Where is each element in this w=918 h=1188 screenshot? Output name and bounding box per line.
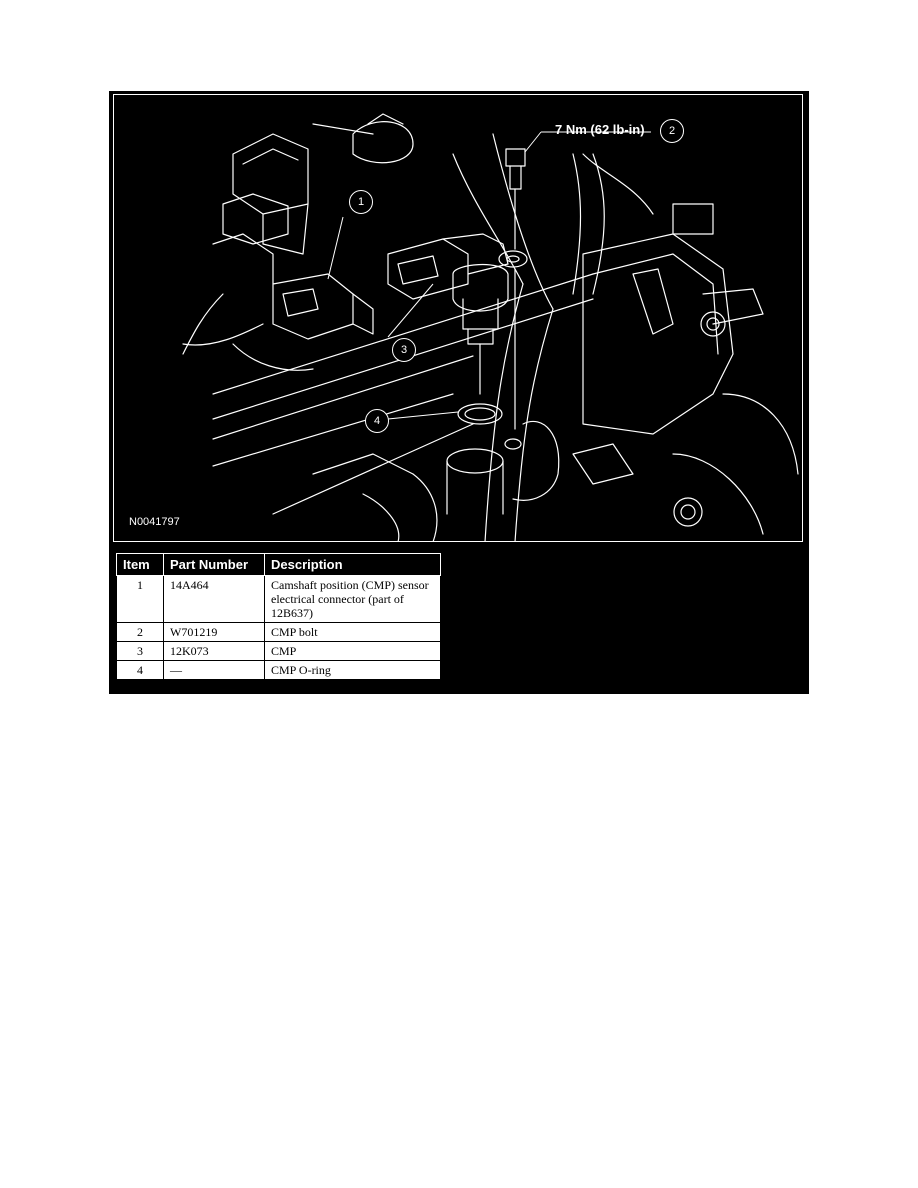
- cell-description: CMP: [264, 641, 441, 661]
- figure-panel: 1 2 3 4 7 Nm (62 lb-in) N0041797 Item Pa…: [109, 91, 809, 694]
- table-row: 3 12K073 CMP: [116, 641, 441, 661]
- table-row: 4 — CMP O-ring: [116, 660, 441, 680]
- callout-3: 3: [392, 338, 416, 362]
- table-row: 1 14A464 Camshaft position (CMP) sensor …: [116, 575, 441, 623]
- parts-table: Item Part Number Description 1 14A464 Ca…: [116, 553, 441, 680]
- cell-item: 3: [116, 641, 164, 661]
- header-item: Item: [116, 553, 164, 576]
- callout-4: 4: [365, 409, 389, 433]
- cell-description: Camshaft position (CMP) sensor electrica…: [264, 575, 441, 623]
- callout-2: 2: [660, 119, 684, 143]
- torque-spec-label: 7 Nm (62 lb-in): [555, 122, 645, 137]
- table-header-row: Item Part Number Description: [116, 553, 441, 576]
- cell-description: CMP O-ring: [264, 660, 441, 680]
- header-description: Description: [264, 553, 441, 576]
- cell-part-number: —: [163, 660, 265, 680]
- cell-description: CMP bolt: [264, 622, 441, 642]
- engine-illustration: [113, 94, 803, 542]
- cell-part-number: 14A464: [163, 575, 265, 623]
- table-row: 2 W701219 CMP bolt: [116, 622, 441, 642]
- header-part-number: Part Number: [163, 553, 265, 576]
- cell-item: 4: [116, 660, 164, 680]
- cell-item: 1: [116, 575, 164, 623]
- figure-id-label: N0041797: [129, 516, 180, 528]
- cell-part-number: 12K073: [163, 641, 265, 661]
- cell-part-number: W701219: [163, 622, 265, 642]
- cell-item: 2: [116, 622, 164, 642]
- callout-1: 1: [349, 190, 373, 214]
